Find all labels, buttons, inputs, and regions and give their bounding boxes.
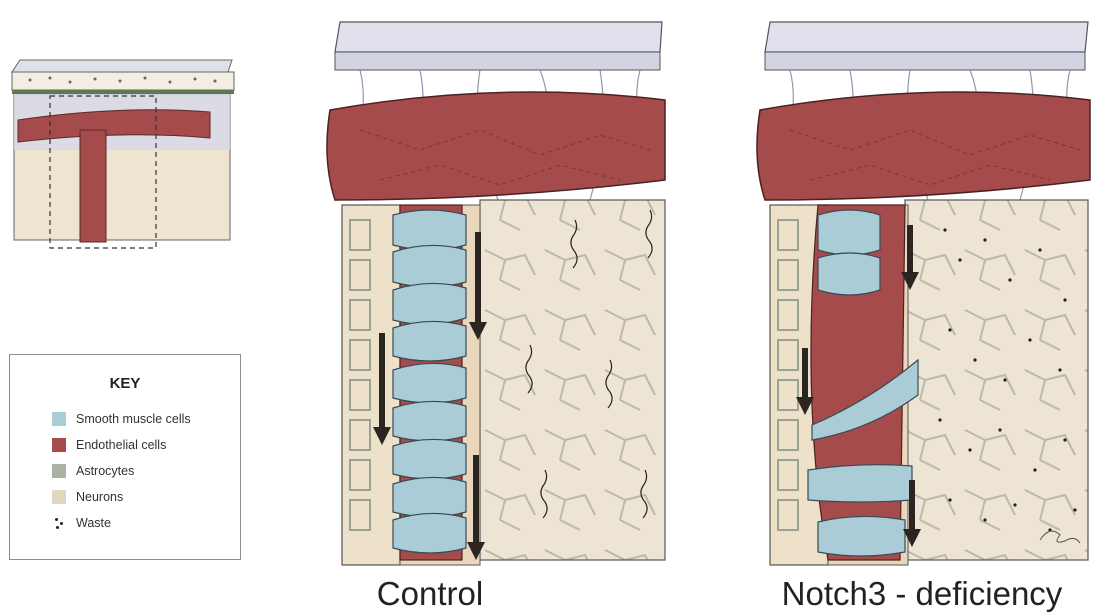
legend-title: KEY: [10, 375, 240, 392]
control-title: Control: [377, 575, 483, 612]
legend-item-waste: Waste: [52, 513, 111, 533]
legend-label: Endothelial cells: [76, 438, 166, 452]
swatch-neurons: [52, 490, 66, 504]
legend-label: Smooth muscle cells: [76, 412, 191, 426]
control-panel-illustration: [327, 22, 665, 565]
legend-label: Waste: [76, 516, 111, 530]
notch3-panel-illustration: [757, 22, 1090, 565]
notch3-title: Notch3 - deficiency: [782, 575, 1063, 612]
legend-label: Astrocytes: [76, 464, 134, 478]
legend-item-astrocytes: Astrocytes: [52, 461, 134, 481]
legend-item-neurons: Neurons: [52, 487, 123, 507]
legend-label: Neurons: [76, 490, 123, 504]
legend-item-endothelial: Endothelial cells: [52, 435, 166, 455]
legend-key-box: KEY Smooth muscle cells Endothelial cell…: [9, 354, 241, 560]
legend-item-smooth-muscle: Smooth muscle cells: [52, 409, 191, 429]
swatch-endothelial: [52, 438, 66, 452]
dots-icon: [52, 516, 66, 530]
swatch-smooth-muscle: [52, 412, 66, 426]
overview-block: [12, 60, 234, 248]
swatch-astrocytes: [52, 464, 66, 478]
